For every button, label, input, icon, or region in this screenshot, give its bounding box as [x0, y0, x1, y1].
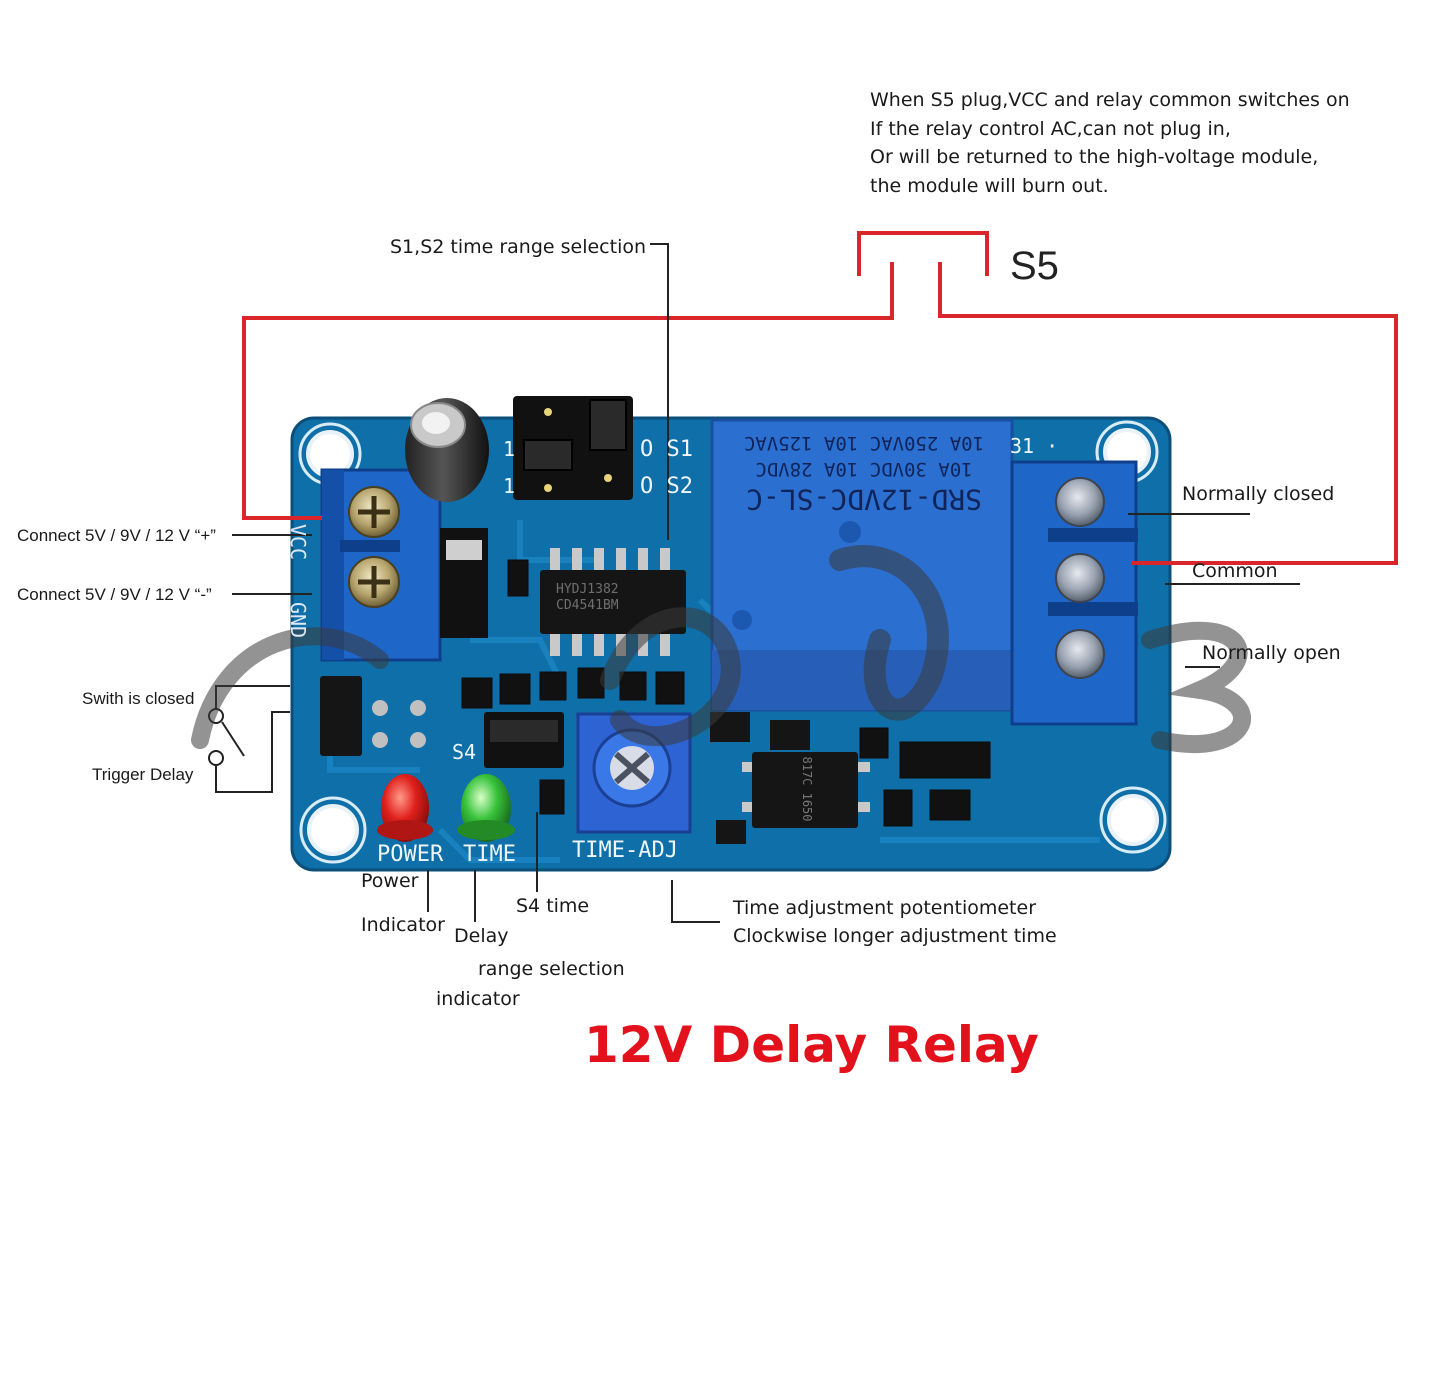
- label-s1-s2: S1,S2 time range selection: [390, 236, 647, 258]
- label-trigger-delay: Trigger Delay: [92, 765, 194, 784]
- s5-red-wire: [242, 231, 1398, 565]
- warning-note: When S5 plug,VCC and relay common switch…: [870, 86, 1350, 200]
- warning-line-2: If the relay control AC,can not plug in,: [870, 117, 1231, 140]
- silk-timeadj: TIME-ADJ: [572, 838, 678, 863]
- silk-s4: S4: [452, 740, 477, 764]
- s5-label: S5: [1010, 244, 1059, 288]
- label-delay-indicator: indicator: [436, 988, 520, 1010]
- silk-vcc: VCC: [286, 523, 311, 561]
- label-pot-line2: Clockwise longer adjustment time: [733, 925, 1057, 947]
- relay-rating-2: 10A 250VAC 10A 125VAC: [743, 432, 985, 454]
- relay-rating-1: 10A 30VDC 10A 28VDC: [755, 458, 973, 480]
- s1-s2-jumper-header: [513, 396, 633, 500]
- silk-31: 31 ·: [1010, 434, 1059, 458]
- time-led-green: [457, 774, 515, 842]
- relay-terminal-block: [1010, 460, 1138, 726]
- silk-1b: 1: [503, 474, 516, 498]
- silk-s2: O S2: [640, 474, 693, 499]
- smd-resistors: [461, 559, 991, 827]
- label-switch-closed: Swith is closed: [82, 689, 195, 708]
- label-normally-open: Normally open: [1202, 642, 1341, 664]
- silk-time: TIME: [463, 842, 516, 867]
- opto-marking: 817C 1650: [800, 756, 814, 822]
- label-indicator: Indicator: [361, 914, 445, 936]
- label-range-selection: range selection: [478, 958, 625, 980]
- ic-text-1: HYDJ1382: [556, 582, 619, 597]
- label-power: Power: [361, 870, 419, 892]
- warning-line-3: Or will be returned to the high-voltage …: [870, 146, 1319, 168]
- label-normally-closed: Normally closed: [1182, 483, 1335, 505]
- label-connect-plus: Connect 5V / 9V / 12 V “+”: [17, 526, 216, 545]
- label-s4-time: S4 time: [516, 895, 590, 917]
- mounting-holes: [306, 428, 1159, 856]
- silk-gnd: GND: [286, 601, 311, 639]
- electrolytic-capacitor: [405, 398, 489, 502]
- warning-line-4: the module will burn out.: [870, 174, 1109, 197]
- silk-1a: 1: [503, 437, 516, 461]
- s4-jumper: [484, 712, 564, 768]
- label-pot-line1: Time adjustment potentiometer: [733, 897, 1037, 919]
- page-title: 12V Delay Relay: [584, 1016, 1039, 1074]
- label-delay: Delay: [454, 925, 509, 947]
- trigger-header: [320, 676, 426, 756]
- power-led-red: [377, 774, 433, 842]
- optocoupler: [742, 752, 870, 828]
- warning-line-1: When S5 plug,VCC and relay common switch…: [870, 89, 1350, 111]
- ic-text-2: CD4541BM: [556, 598, 619, 613]
- label-common: Common: [1192, 560, 1278, 582]
- leader-lines: [232, 243, 1300, 923]
- watermark: [191, 545, 1251, 754]
- silk-s1: O S1: [640, 437, 693, 462]
- relay-model-text: SRD-12VDC-SL-C: [746, 483, 983, 516]
- silk-power: POWER: [377, 842, 444, 867]
- label-connect-minus: Connect 5V / 9V / 12 V “-”: [17, 585, 212, 604]
- relay-marking: SRD-12VDC-SL-C 10A 30VDC 10A 28VDC 10A 2…: [728, 430, 1000, 516]
- ic-marking: HYDJ1382 CD4541BM: [556, 582, 619, 614]
